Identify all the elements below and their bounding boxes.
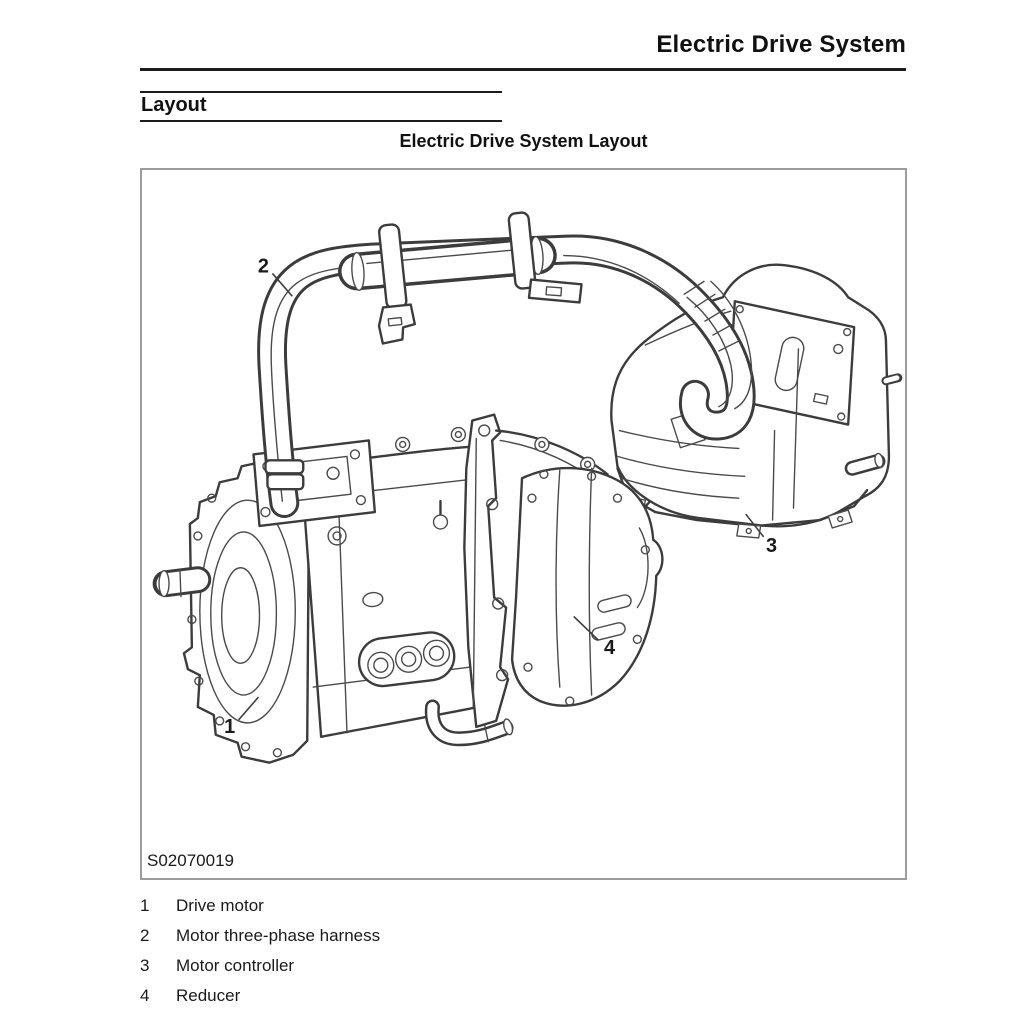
legend-item-3: 3 Motor controller (140, 956, 740, 976)
leader-line-4 (573, 615, 600, 641)
legend-num: 4 (140, 986, 150, 1005)
reducer-drawing (510, 466, 664, 707)
callout-4: 4 (604, 637, 615, 659)
harness-drawing (257, 211, 756, 519)
callout-3: 3 (766, 535, 777, 557)
legend-item-1: 1 Drive motor (140, 896, 740, 916)
technical-drawing: 2 1 4 3 (152, 211, 903, 764)
figure-title: Electric Drive System Layout (399, 131, 648, 151)
drive-motor-drawing (152, 413, 609, 764)
leader-line-3 (745, 513, 765, 538)
legend-label: Drive motor (176, 896, 264, 915)
legend-num: 2 (140, 926, 150, 945)
leader-line-2 (271, 272, 293, 297)
harness-clamp-right (507, 211, 583, 304)
harness-clamp-left (377, 223, 416, 345)
callout-2: 2 (258, 255, 269, 277)
legend-label: Motor controller (176, 956, 295, 975)
legend-num: 1 (140, 896, 150, 915)
figure-code: S02070019 (147, 851, 234, 870)
section-title: Layout (140, 91, 502, 122)
legend-item-4: 4 Reducer (140, 986, 740, 1006)
figure-frame: 2 1 4 3 S02070019 (140, 168, 907, 880)
header-divider (140, 68, 906, 71)
callouts: 2 1 4 3 (224, 255, 777, 737)
legend-label: Motor three-phase harness (176, 926, 381, 945)
leader-line-1 (238, 696, 260, 721)
legend: 1 Drive motor 2 Motor three-phase harnes… (140, 896, 740, 1016)
page-title: Electric Drive System (656, 31, 906, 58)
callout-1: 1 (224, 716, 235, 738)
legend-item-2: 2 Motor three-phase harness (140, 926, 740, 946)
legend-num: 3 (140, 956, 150, 975)
legend-label: Reducer (176, 986, 241, 1005)
